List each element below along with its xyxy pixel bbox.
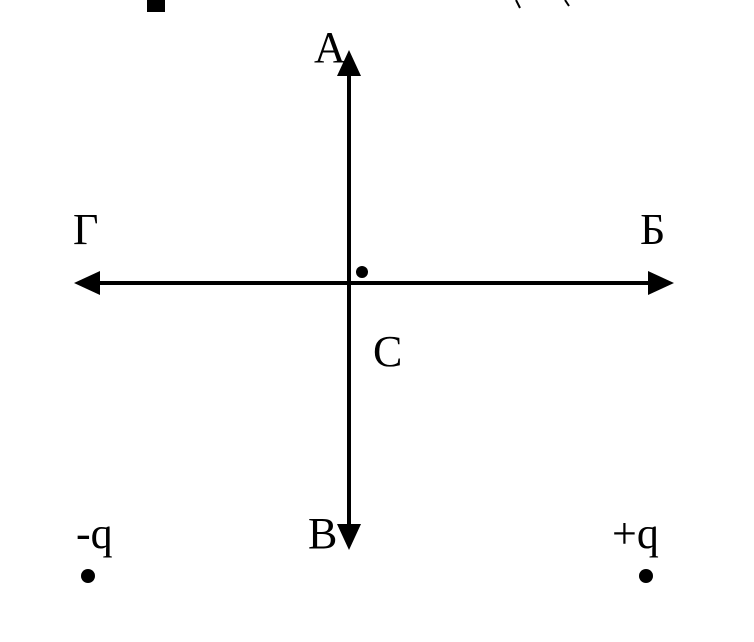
positive-charge-dot (639, 569, 653, 583)
point-c-dot (356, 266, 368, 278)
arrow-left-icon (74, 271, 100, 295)
label-minus-q: -q (76, 509, 113, 558)
arrow-down-icon (337, 524, 361, 550)
label-c: С (373, 327, 402, 376)
arrow-up-icon (337, 50, 361, 76)
negative-charge-dot (81, 569, 95, 583)
cropped-top-glyph (147, 0, 165, 12)
label-g: Г (73, 205, 98, 254)
label-v: В (308, 509, 337, 558)
cropped-top-mark (515, 0, 570, 9)
label-a: А (314, 23, 346, 72)
arrow-right-icon (648, 271, 674, 295)
label-plus-q: +q (612, 509, 659, 558)
label-b: Б (640, 205, 665, 254)
